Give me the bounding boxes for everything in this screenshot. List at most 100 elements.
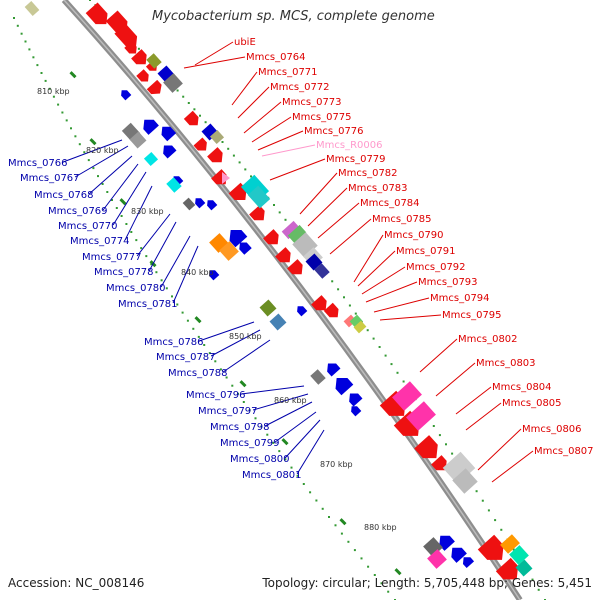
tick-dot-track-inner — [328, 516, 330, 518]
gene-block — [427, 549, 447, 569]
scale-tick-dash — [339, 518, 347, 526]
gene-label-right: Mmcs_0803 — [476, 358, 536, 369]
tick-dot-track-inner — [171, 295, 173, 298]
gene-label-right: Mmcs_0775 — [292, 112, 352, 123]
gene-arrow-forward — [431, 455, 447, 471]
leader-line — [194, 41, 234, 66]
tick-dot-track-inner — [197, 335, 200, 338]
scale-tick-label: 860 kbp — [274, 396, 307, 405]
topology-text: Topology: circular; Length: 5,705,448 bp… — [262, 576, 592, 590]
tick-dot-track-inner — [296, 474, 299, 477]
tick-dot-track-inner — [387, 590, 390, 593]
gene-arrow-forward — [311, 295, 327, 311]
tick-dot-track-inner — [52, 95, 55, 98]
tick-dot-track-inner — [242, 401, 245, 403]
leader-line — [455, 386, 492, 415]
gene-block — [209, 129, 225, 145]
gene-arrow-reverse — [207, 200, 218, 211]
gene-label-left: Mmcs_0781 — [118, 299, 178, 310]
gene-block — [515, 559, 533, 577]
gene-block — [287, 224, 307, 244]
scale-tick-dash — [69, 71, 77, 79]
leader-line — [172, 245, 199, 304]
leader-line — [74, 145, 129, 178]
leader-line — [222, 339, 271, 373]
gene-label-right: Mmcs_0764 — [246, 52, 306, 63]
tick-dot-track-outer — [337, 288, 340, 291]
gene-block — [269, 313, 287, 331]
leader-line — [124, 185, 153, 241]
tick-dot-track-inner — [360, 557, 363, 560]
tick-dot-track-outer — [343, 296, 345, 299]
leader-line — [210, 329, 261, 357]
gene-label-left: Mmcs_0796 — [186, 390, 246, 401]
gene-arrow-reverse — [462, 557, 475, 569]
tick-dot-track-inner — [203, 344, 206, 346]
tick-dot-track-inner — [309, 491, 312, 494]
gene-label-left: Mmcs_0786 — [144, 337, 204, 348]
gene-label-right: Mmcs_0794 — [430, 293, 490, 304]
tick-dot-track-inner — [57, 103, 60, 106]
gene-arrow-forward — [495, 557, 519, 580]
tick-dot-track-outer — [238, 161, 241, 164]
gene-arrow-reverse — [239, 242, 252, 255]
gene-block — [24, 1, 40, 16]
tick-dot-track-inner — [260, 425, 263, 428]
gene-arrow-reverse — [121, 90, 132, 101]
tick-dot-track-inner — [334, 524, 337, 527]
gene-label-left: Mmcs_0769 — [48, 206, 108, 217]
tick-dot-track-inner — [16, 24, 19, 27]
gene-block — [500, 534, 520, 554]
tick-dot-track-outer — [244, 168, 247, 171]
gene-arrow-forward — [477, 534, 504, 560]
tick-dot-track-outer — [354, 312, 357, 315]
tick-dot-track-outer — [278, 211, 281, 214]
gene-label-right: Mmcs_0807 — [534, 446, 594, 457]
leader-line — [357, 250, 396, 287]
gene-label-right: Mmcs_0782 — [338, 168, 398, 179]
tick-dot-track-inner — [135, 239, 138, 242]
tick-dot-track-inner — [97, 175, 99, 178]
tick-dot-track-outer — [384, 354, 387, 357]
scale-tick-label: 810 kbp — [37, 87, 70, 96]
tick-dot-track-outer — [182, 95, 185, 98]
tick-dot-track-inner — [272, 441, 275, 444]
tick-dot-track-inner — [290, 466, 293, 469]
gene-label-right: Mmcs_0793 — [418, 277, 478, 288]
tick-dot-track-outer — [176, 89, 179, 92]
gene-label-left: Mmcs_0800 — [230, 454, 290, 465]
tick-dot-track-inner — [302, 483, 305, 485]
tick-dot-track-inner — [83, 151, 86, 154]
gene-arrow-forward — [193, 137, 207, 151]
gene-label-right: Mmcs_0779 — [326, 154, 386, 165]
tick-dot-track-inner — [266, 433, 269, 436]
gene-arrow-forward — [287, 259, 303, 275]
gene-arrow-reverse — [327, 363, 341, 377]
leader-line — [317, 202, 360, 239]
tick-dot-track-outer — [204, 121, 207, 124]
gene-arrow-forward — [249, 205, 265, 221]
gene-arrow-reverse — [209, 270, 220, 281]
gene-block — [129, 131, 147, 149]
gene-arrow-reverse — [229, 230, 248, 248]
gene-label-right: Mmcs_0785 — [372, 214, 432, 225]
tick-dot-track-outer — [475, 490, 478, 493]
gene-label-left: Mmcs_0798 — [210, 422, 270, 433]
tick-dot-track-inner — [315, 499, 318, 502]
rna-feature — [222, 172, 230, 184]
tick-dot-track-inner — [254, 417, 257, 420]
gene-label-right: Mmcs_0792 — [406, 262, 466, 273]
leader-line — [102, 163, 139, 211]
tick-dot-track-outer — [531, 578, 534, 581]
tick-dot-track-inner — [160, 279, 163, 282]
tick-dot-track-inner — [125, 223, 128, 225]
leader-line — [269, 158, 326, 181]
leader-line — [237, 86, 270, 119]
tick-dot-track-inner — [92, 167, 95, 170]
gene-arrow-forward — [183, 110, 199, 126]
leader-line — [251, 116, 292, 143]
gene-label-right: Mmcs_0776 — [304, 126, 364, 137]
gene-block — [305, 253, 323, 271]
